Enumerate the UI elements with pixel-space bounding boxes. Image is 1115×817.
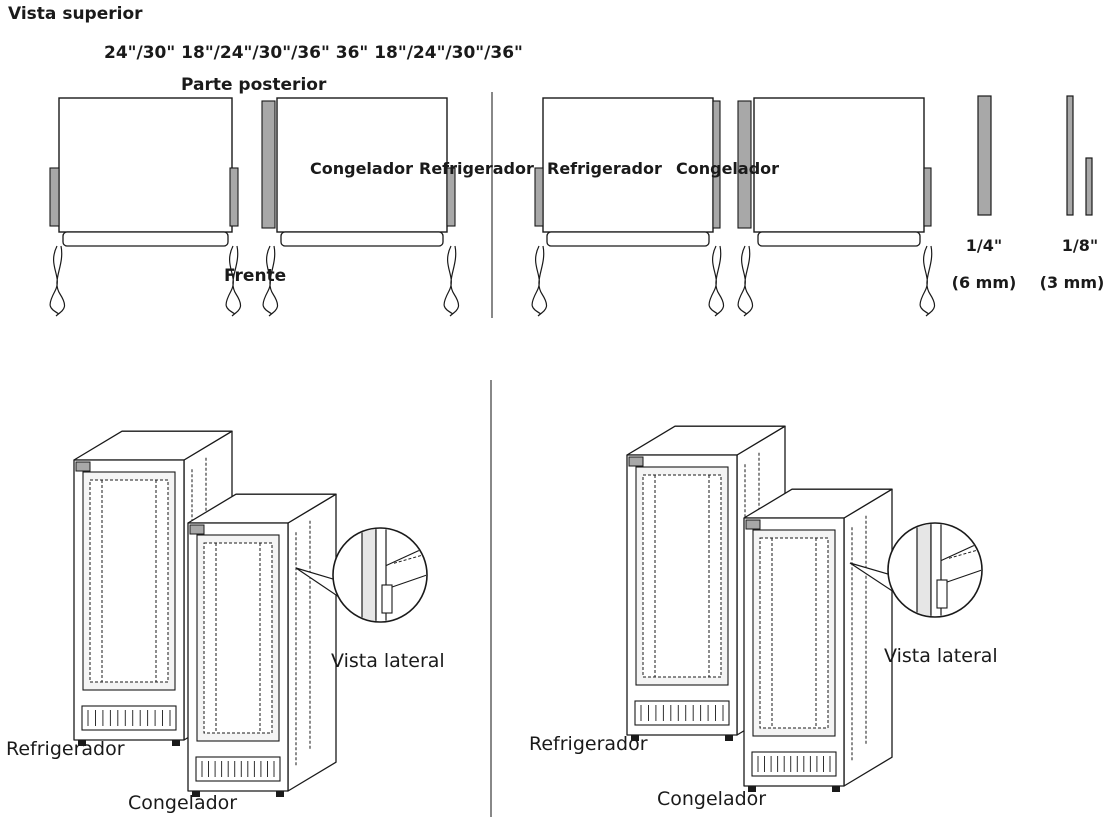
side-view-drawing xyxy=(73,380,983,817)
spacer-1-strip xyxy=(977,95,992,216)
hinge xyxy=(75,461,91,472)
power-cord xyxy=(919,245,936,317)
spacer-2-strip-tall xyxy=(1066,95,1074,216)
zoom-cabinet-edge xyxy=(930,524,942,616)
cabinet-outline xyxy=(58,97,233,233)
base-grille xyxy=(751,751,837,777)
foot xyxy=(192,791,200,797)
dimension-labels: 24"/30" 18"/24"/30"/36" 36" 18"/24"/30"/… xyxy=(104,43,523,63)
rear-label: Parte posterior xyxy=(181,75,327,95)
door-panel xyxy=(49,167,60,227)
base-grille xyxy=(195,756,281,782)
foot xyxy=(78,740,86,746)
hinge xyxy=(628,456,644,467)
side-trim-dashes xyxy=(851,515,867,761)
base-grille xyxy=(634,700,730,726)
base-tray xyxy=(757,231,921,247)
base-tray xyxy=(62,231,229,247)
right-detail-label: Vista lateral xyxy=(884,645,998,667)
cabinet-outline xyxy=(753,97,925,233)
top-left-refrigerator-unit xyxy=(261,97,460,317)
right-refrigerator-label: Refrigerador xyxy=(547,159,662,178)
left-side-refrigerator-label: Refrigerador xyxy=(6,738,125,760)
base-tray xyxy=(546,231,710,247)
foot xyxy=(725,735,733,741)
foot xyxy=(631,735,639,741)
right-side-detail xyxy=(849,522,983,618)
hinge xyxy=(745,519,761,530)
spacer-2-mm: (3 mm) xyxy=(1039,273,1105,292)
cabinet-side xyxy=(843,488,893,787)
zoom-panel-edge xyxy=(361,529,377,621)
power-cord xyxy=(49,245,66,317)
dashed-trim-outline xyxy=(89,479,169,683)
power-cord xyxy=(737,245,754,317)
door-panel xyxy=(923,167,932,227)
power-cord xyxy=(262,245,279,317)
dashed-trim-outline xyxy=(203,542,273,734)
zoom-dashed-line xyxy=(948,548,981,559)
door-panel xyxy=(446,167,456,227)
top-view-drawing xyxy=(49,92,1093,318)
door-panel xyxy=(261,100,276,229)
left-side-detail xyxy=(295,527,428,623)
right-side-freezer-label: Congelador xyxy=(657,788,767,810)
dashed-trim-outline xyxy=(642,474,722,678)
foot xyxy=(832,786,840,792)
door-panel xyxy=(737,100,752,229)
right-freezer-label: Congelador xyxy=(676,159,780,178)
side-trim-dashes xyxy=(295,520,311,766)
foot xyxy=(276,791,284,797)
base-tray xyxy=(280,231,444,247)
cabinet-outline xyxy=(276,97,448,233)
zoom-trim-clip xyxy=(381,584,393,614)
right-side-freezer-cabinet xyxy=(743,488,893,792)
power-cord xyxy=(443,245,460,317)
door-panel xyxy=(712,100,721,229)
cabinet-outline xyxy=(542,97,714,233)
hinge xyxy=(189,524,205,535)
spacer-1-inches: 1/4" xyxy=(965,236,1003,255)
dashed-trim-outline xyxy=(759,537,829,729)
left-side-freezer-cabinet xyxy=(187,493,337,797)
top-right-freezer-unit xyxy=(737,97,936,317)
power-cord xyxy=(531,245,548,317)
foot xyxy=(172,740,180,746)
top-left-freezer-unit xyxy=(49,97,242,317)
left-refrigerator-label: Refrigerador xyxy=(419,159,534,178)
front-label: Frente xyxy=(224,266,287,286)
zoom-panel-edge xyxy=(916,524,932,616)
spacer-1-mm: (6 mm) xyxy=(951,273,1017,292)
top-right-refrigerator-unit xyxy=(531,97,725,317)
base-grille xyxy=(81,705,177,731)
power-cord xyxy=(225,245,242,317)
foot xyxy=(748,786,756,792)
left-detail-label: Vista lateral xyxy=(331,650,445,672)
right-side-refrigerator-label: Refrigerador xyxy=(529,733,648,755)
power-cord xyxy=(708,245,725,317)
zoom-trim-clip xyxy=(936,579,948,609)
left-side-freezer-label: Congelador xyxy=(128,792,238,814)
spacer-2-inches: 1/8" xyxy=(1061,236,1099,255)
cabinet-side xyxy=(287,493,337,792)
top-view-title: Vista superior xyxy=(8,4,143,24)
zoom-dashed-line xyxy=(393,553,426,564)
zoom-cabinet-edge xyxy=(375,529,387,621)
magnified-detail xyxy=(916,524,981,616)
left-freezer-label: Congelador xyxy=(310,159,414,178)
spacer-2-strip-short xyxy=(1085,157,1093,216)
door-panel xyxy=(229,167,239,227)
magnified-detail xyxy=(361,529,426,621)
door-panel xyxy=(534,167,544,227)
